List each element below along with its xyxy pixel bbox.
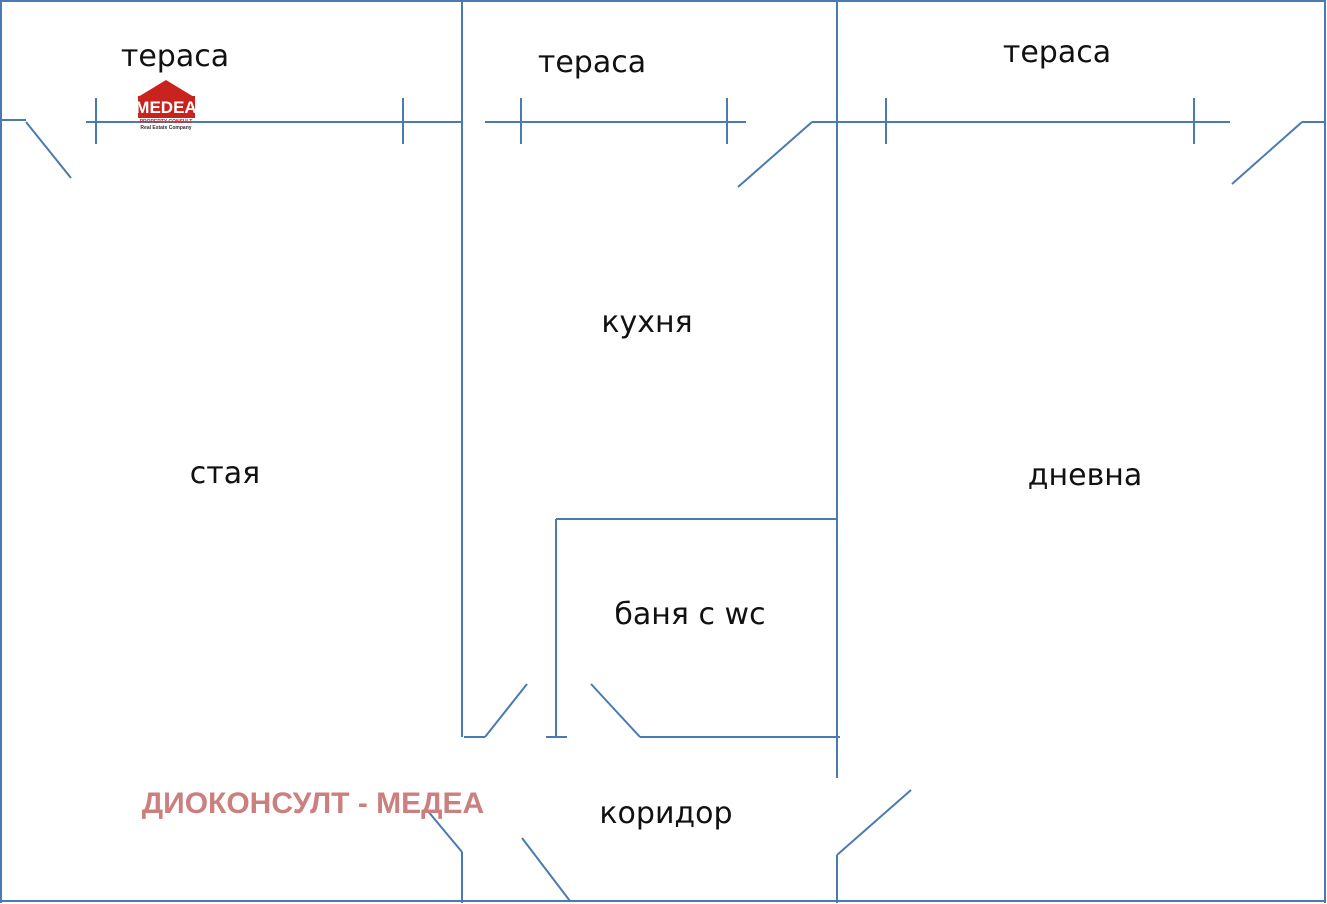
door-bedroom-terrace bbox=[25, 121, 72, 179]
medea-logo: MEDEA PROPERTY CONSULT Real Estate Compa… bbox=[135, 80, 197, 131]
interior-walls bbox=[461, 0, 840, 903]
label-terrace-right: тераса bbox=[1003, 35, 1111, 70]
door-kitchen-terrace bbox=[737, 121, 813, 188]
logo-tagline: Real Estate Company bbox=[140, 125, 191, 131]
terrace-facade bbox=[0, 98, 1326, 144]
label-terrace-left: тераса bbox=[121, 39, 229, 74]
door-entrance bbox=[521, 837, 571, 902]
label-kitchen: кухня bbox=[601, 305, 692, 340]
label-living-room: дневна bbox=[1028, 458, 1143, 493]
label-bedroom: стая bbox=[190, 456, 260, 491]
logo-house-icon bbox=[138, 96, 195, 118]
label-bathroom: баня с wc bbox=[614, 597, 765, 632]
watermark-text: ДИОКОНСУЛТ - МЕДЕА bbox=[142, 787, 484, 820]
logo-subtitle: PROPERTY CONSULT bbox=[140, 119, 193, 125]
door-kitchen-corridor bbox=[484, 683, 528, 738]
door-bathroom bbox=[590, 683, 641, 738]
doors bbox=[25, 121, 1303, 902]
door-living-corridor bbox=[836, 789, 912, 856]
logo-name: MEDEA bbox=[135, 98, 196, 117]
logo-roof-icon bbox=[138, 80, 194, 97]
door-living-terrace bbox=[1231, 121, 1303, 185]
door-bedroom-corridor bbox=[426, 809, 463, 853]
label-terrace-middle: тераса bbox=[538, 45, 646, 80]
label-corridor: коридор bbox=[599, 796, 732, 831]
